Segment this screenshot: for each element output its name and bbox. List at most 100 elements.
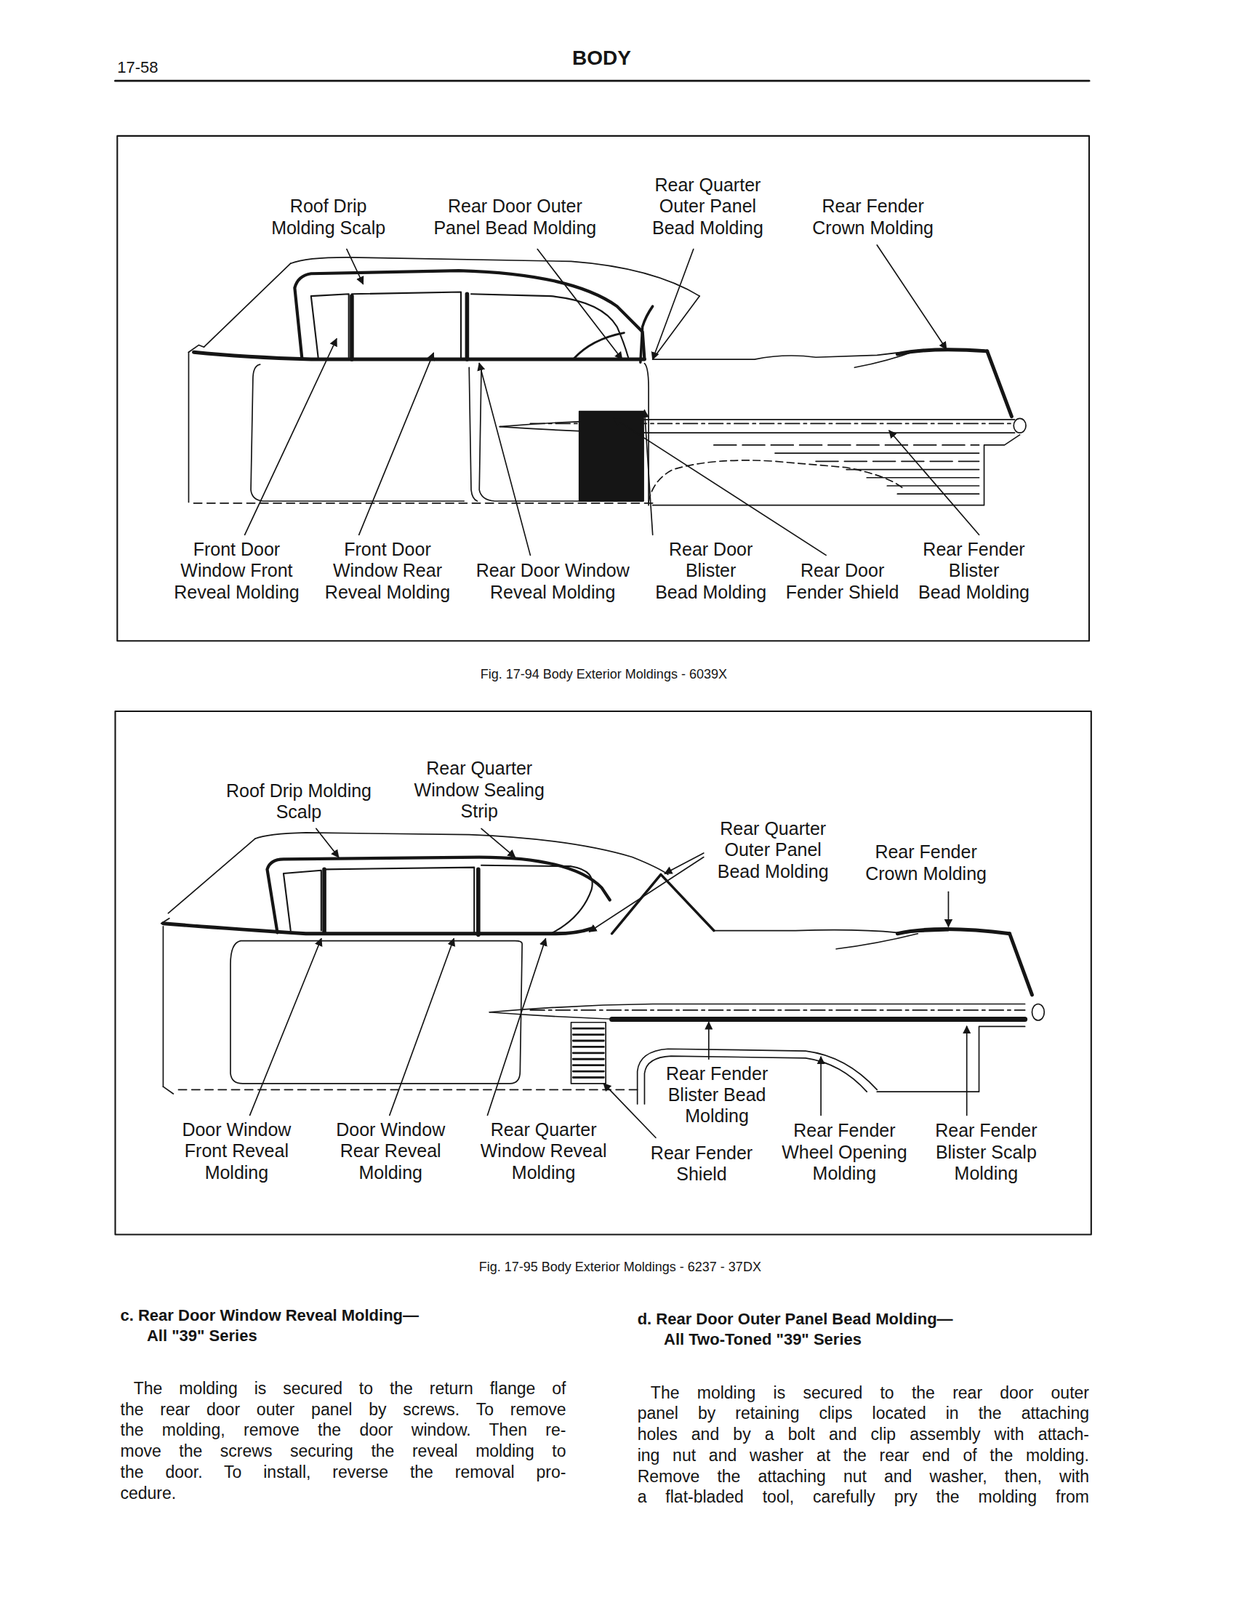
text-line: Shield — [650, 1163, 753, 1185]
part-label: Rear Fender Blister Scalp Molding — [934, 1119, 1037, 1184]
text-line: Door Window — [335, 1118, 445, 1141]
text-line: All Two-Toned "39" Series — [637, 1329, 954, 1350]
part-label: Rear Fender Shield — [650, 1142, 753, 1186]
section-heading: c. Rear Door Window Reveal Molding— All … — [120, 1305, 420, 1346]
text-line: Blister — [918, 559, 1030, 581]
text-line: Outer Panel — [652, 195, 764, 217]
text-line: Front Reveal — [181, 1140, 291, 1162]
text-line: All "39" Series — [120, 1325, 420, 1346]
text-line: The molding is secured to the return fla… — [120, 1377, 567, 1399]
text-line: d. Rear Door Outer Panel Bead Molding— — [637, 1308, 954, 1330]
text-line: Rear Fender — [865, 841, 987, 863]
part-label: Rear Quarter Outer Panel Bead Molding — [717, 817, 829, 882]
text-line: Rear Quarter — [414, 757, 545, 779]
text-line: Rear Fender — [918, 538, 1030, 560]
body-paragraph: The molding is secured to the rear door … — [637, 1382, 1090, 1508]
part-label: Rear Quarter Window Reveal Molding — [480, 1118, 608, 1183]
part-label: Door Window Front Reveal Molding — [181, 1118, 291, 1183]
text-line: the molding, remove the door window. The… — [120, 1419, 567, 1441]
text-line: Rear Door — [655, 538, 767, 560]
text-line: Reveal Molding — [324, 581, 451, 603]
part-label: Rear Fender Crown Molding — [865, 841, 987, 885]
text-line: Window Reveal — [480, 1140, 608, 1162]
text-line: Blister — [655, 559, 767, 581]
text-line: Window Rear — [324, 559, 451, 581]
text-line: Rear Quarter — [480, 1118, 608, 1141]
page-heading: BODY — [572, 45, 632, 71]
text-line: Fender Shield — [785, 581, 900, 603]
text-line: Molding — [335, 1161, 445, 1183]
text-line: Crown Molding — [812, 217, 934, 239]
text-line: holes and by a bolt and clip assembly wi… — [637, 1423, 1090, 1445]
text-line: cedure. — [120, 1482, 567, 1504]
text-line: Scalp — [226, 801, 372, 823]
text-line: Front Door — [324, 538, 451, 560]
part-label: Rear Fender Blister Bead Molding — [918, 538, 1030, 603]
part-label: Rear Door Window Reveal Molding — [476, 559, 630, 603]
text-line: Rear Fender — [812, 195, 934, 217]
section-heading: d. Rear Door Outer Panel Bead Molding— A… — [637, 1308, 954, 1350]
part-label: Rear Fender Crown Molding — [812, 195, 934, 239]
text-line: Blister Scalp — [934, 1141, 1037, 1163]
text-line: the rear door outer panel by screws. To … — [120, 1398, 567, 1420]
part-label: Rear Door Blister Bead Molding — [655, 538, 767, 603]
text-line: Rear Quarter — [652, 174, 764, 196]
part-label: Front Door Window Front Reveal Molding — [173, 538, 299, 603]
text-line: Rear Door Outer — [433, 195, 597, 217]
text-line: Bead Molding — [717, 860, 829, 882]
text-line: Bead Molding — [652, 217, 764, 239]
text-line: Crown Molding — [865, 863, 987, 885]
text-line: The molding is secured to the rear door … — [637, 1382, 1090, 1404]
text-line: Outer Panel — [717, 839, 829, 861]
text-line: Fig. 17-95 Body Exterior Moldings - 6237… — [479, 1259, 762, 1276]
page-number: 17-58 — [117, 58, 158, 78]
part-label: Rear Door Outer Panel Bead Molding — [433, 195, 597, 239]
text-line: Roof Drip Molding — [226, 780, 372, 802]
text-line: Molding — [480, 1161, 608, 1183]
text-line: Blister Bead — [665, 1084, 768, 1106]
text-line: BODY — [572, 45, 632, 71]
part-label: Roof Drip Molding Scalp — [226, 780, 372, 824]
text-line: the door. To install, reverse the remova… — [120, 1461, 567, 1483]
text-line: Rear Fender — [650, 1142, 753, 1164]
text-line: panel by retaining clips located in the … — [637, 1402, 1090, 1424]
text-line: Fig. 17-94 Body Exterior Moldings - 6039… — [480, 666, 728, 683]
text-line: Window Front — [173, 559, 299, 581]
text-line: Front Door — [173, 538, 299, 560]
text-line: Rear Quarter — [717, 817, 829, 840]
text-line: Strip — [414, 800, 545, 822]
part-label: Roof Drip Molding Scalp — [271, 195, 386, 239]
text-line: move the screws securing the reveal mold… — [120, 1440, 567, 1462]
text-line: Reveal Molding — [173, 581, 299, 603]
text-line: Molding — [181, 1161, 291, 1183]
part-label: Rear Door Fender Shield — [785, 559, 900, 603]
text-line: Wheel Opening — [781, 1141, 907, 1163]
text-line: Rear Fender — [934, 1119, 1037, 1141]
text-line: Window Sealing — [414, 779, 545, 801]
text-line: ing nut and washer at the rear end of th… — [637, 1444, 1090, 1466]
text-line: Bead Molding — [655, 581, 767, 603]
part-label: Rear Quarter Window Sealing Strip — [414, 757, 545, 822]
text-line: Rear Door Window — [476, 559, 630, 581]
text-line: Molding — [934, 1162, 1037, 1184]
body-paragraph: The molding is secured to the return fla… — [120, 1377, 567, 1504]
text-line: Roof Drip — [271, 195, 386, 217]
figure-caption: Fig. 17-95 Body Exterior Moldings - 6237… — [479, 1259, 762, 1276]
part-label: Rear Fender Wheel Opening Molding — [781, 1119, 907, 1184]
text-line: c. Rear Door Window Reveal Molding— — [120, 1305, 420, 1326]
text-line: Reveal Molding — [476, 581, 630, 603]
text-line: Molding — [665, 1105, 768, 1127]
text-line: Remove the attaching nut and washer, the… — [637, 1465, 1090, 1487]
part-label: Door Window Rear Reveal Molding — [335, 1118, 445, 1183]
text-line: Molding — [781, 1162, 907, 1184]
figure-caption: Fig. 17-94 Body Exterior Moldings - 6039… — [480, 666, 728, 683]
text-line: Door Window — [181, 1118, 291, 1141]
part-label: Rear Fender Blister Bead Molding — [665, 1062, 768, 1127]
text-line: Rear Reveal — [335, 1140, 445, 1162]
text-line: Rear Door — [785, 559, 900, 581]
text-line: Panel Bead Molding — [433, 217, 597, 239]
text-line: Molding Scalp — [271, 217, 386, 239]
text-line: 17-58 — [117, 58, 158, 78]
